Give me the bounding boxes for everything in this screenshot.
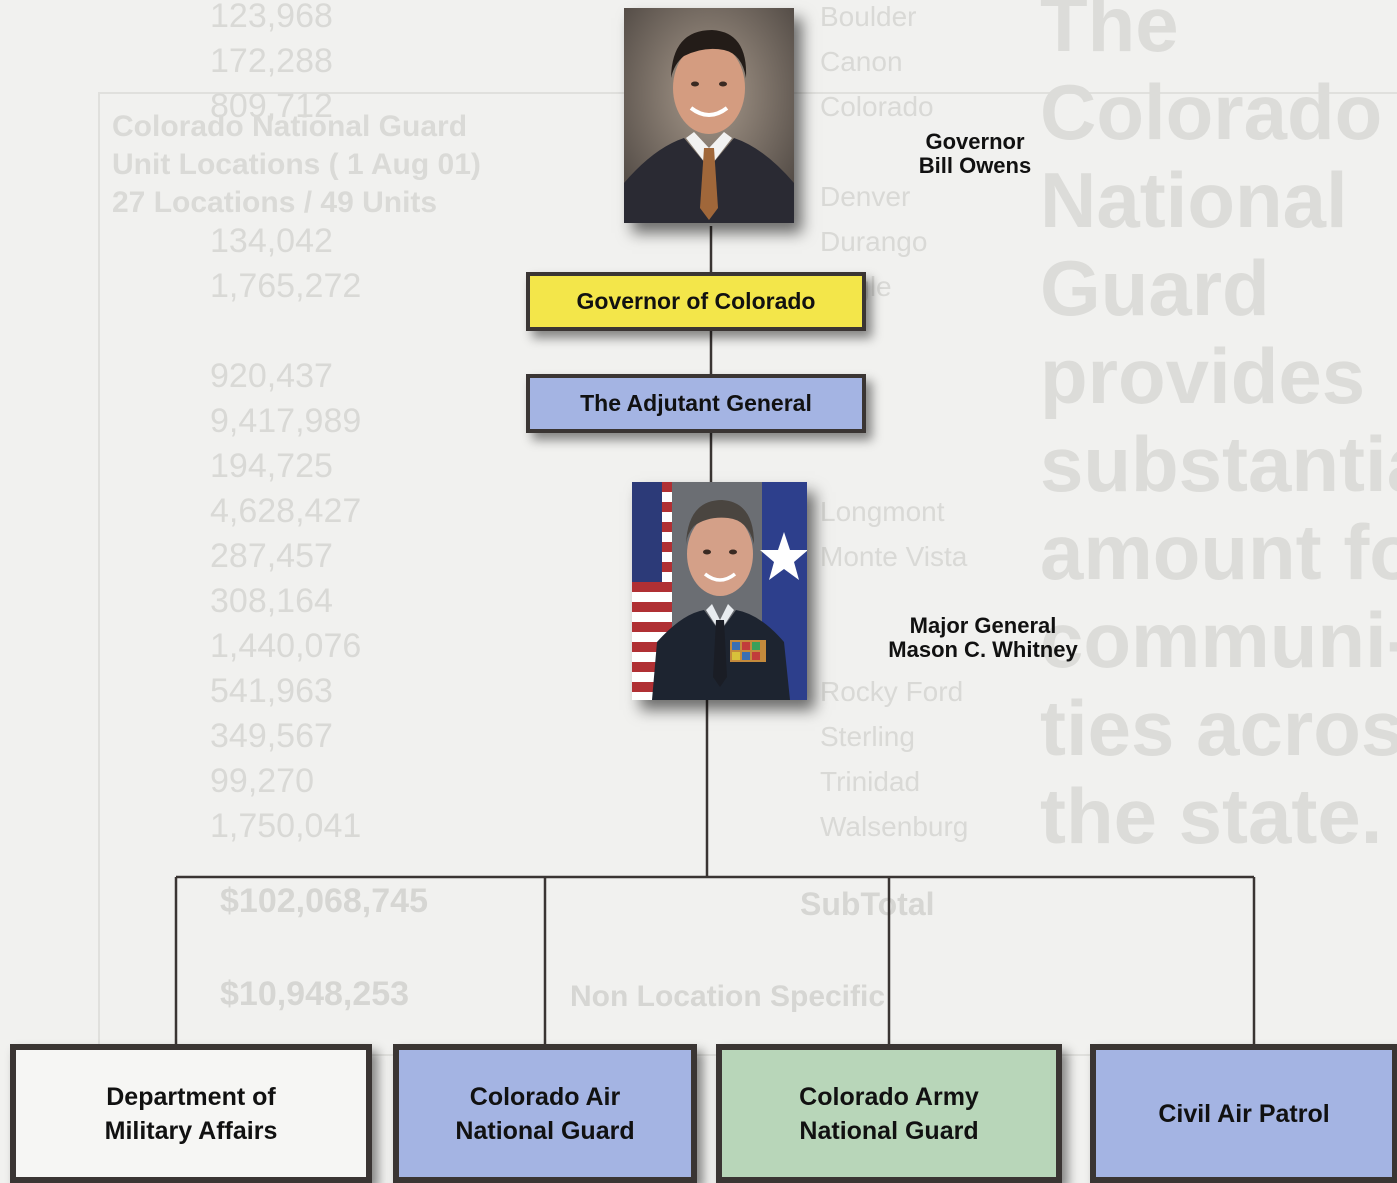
- ghost-headline-line: communi-: [1040, 596, 1397, 684]
- ghost-amount: 287,457: [210, 537, 333, 575]
- general-caption-name: Mason C. Whitney: [888, 637, 1078, 662]
- governor-portrait: [624, 8, 794, 223]
- ghost-amount: 920,437: [210, 357, 333, 395]
- carng-label-line1: Colorado Army: [799, 1082, 979, 1111]
- governor-caption-title: Governor: [925, 129, 1025, 154]
- ghost-amount: 123,968: [210, 0, 333, 35]
- ghost-headline-line: the state.: [1040, 772, 1383, 860]
- ghost-nonlocation-value: $10,948,253: [220, 975, 410, 1013]
- ghost-map-title-line: Unit Locations ( 1 Aug 01): [112, 148, 481, 181]
- governor-of-colorado-box: Governor of Colorado: [526, 272, 866, 331]
- general-portrait: [632, 482, 807, 700]
- ghost-amount: 349,567: [210, 717, 333, 755]
- ghost-headline-line: Colorado: [1040, 68, 1383, 156]
- ghost-amount: 4,628,427: [210, 492, 362, 530]
- ghost-headline-line: substantial: [1040, 420, 1397, 508]
- ghost-city: Trinidad: [820, 766, 921, 797]
- colorado-air-national-guard-box: Colorado Air National Guard: [393, 1044, 697, 1183]
- ghost-city: Monte Vista: [820, 541, 968, 572]
- ghost-map-title-line: Colorado National Guard: [112, 110, 468, 143]
- ghost-city: Walsenburg: [820, 811, 969, 842]
- department-of-military-affairs-box: Department of Military Affairs: [10, 1044, 372, 1183]
- dma-label-line2: Military Affairs: [104, 1116, 278, 1145]
- general-caption-rank: Major General: [909, 613, 1057, 638]
- ghost-city: Longmont: [820, 496, 945, 527]
- dma-label-line1: Department of: [106, 1082, 276, 1111]
- general-caption: Major General Mason C. Whitney: [848, 614, 1118, 662]
- ghost-city: Denver: [820, 181, 911, 212]
- ghost-city: Colorado: [820, 91, 934, 122]
- ghost-amount: 172,288: [210, 42, 333, 80]
- ghost-subtotal-value: $102,068,745: [220, 882, 428, 920]
- adjutant-general-box: The Adjutant General: [526, 374, 866, 433]
- ghost-city: Durango: [820, 226, 928, 257]
- ghost-amount: 99,270: [210, 762, 314, 800]
- ghost-amount: 1,750,041: [210, 807, 362, 845]
- ghost-subtotal-label: SubTotal: [800, 886, 935, 922]
- civil-air-patrol-box: Civil Air Patrol: [1090, 1044, 1397, 1183]
- ghost-headline-line: The: [1040, 0, 1179, 68]
- ghost-amount: 541,963: [210, 672, 333, 710]
- ghost-map-title-line: 27 Locations / 49 Units: [112, 186, 438, 219]
- civil-air-patrol-label: Civil Air Patrol: [1158, 1099, 1330, 1128]
- governor-caption-name: Bill Owens: [918, 153, 1032, 178]
- carng-label-line2: National Guard: [799, 1116, 979, 1145]
- ghost-amount: 134,042: [210, 222, 333, 260]
- adjutant-general-label: The Adjutant General: [580, 390, 812, 416]
- ghost-headline-line: amount for: [1040, 508, 1397, 596]
- cang-label-line1: Colorado Air: [469, 1082, 621, 1111]
- governor-of-colorado-label: Governor of Colorado: [576, 288, 816, 314]
- ghost-amount: 9,417,989: [210, 402, 362, 440]
- ghost-amount: 1,440,076: [210, 627, 362, 665]
- ghost-headline-line: ties across: [1040, 684, 1397, 772]
- ghost-city: Canon: [820, 46, 903, 77]
- ghost-headline-line: National: [1040, 156, 1348, 244]
- colorado-army-national-guard-box: Colorado Army National Guard: [716, 1044, 1062, 1183]
- ghost-amount: 1,765,272: [210, 267, 362, 305]
- governor-caption: Governor Bill Owens: [880, 130, 1070, 178]
- ghost-amounts-column: 123,968 172,288 809,712 134,042 1,765,272 9…: [210, 0, 361, 849]
- ghost-amount: 809,712: [210, 87, 333, 125]
- ghost-city: Sterling: [820, 721, 915, 752]
- ghost-headline-line: provides: [1040, 332, 1366, 420]
- ghost-city: Boulder: [820, 1, 917, 32]
- ghost-headline-line: Guard: [1040, 244, 1270, 332]
- ghost-amount: 194,725: [210, 447, 333, 485]
- ghost-nonlocation-label: Non Location Specific: [570, 980, 886, 1013]
- ghost-city: Rocky Ford: [820, 676, 964, 707]
- cang-label-line2: National Guard: [455, 1116, 635, 1145]
- ghost-amount: 308,164: [210, 582, 333, 620]
